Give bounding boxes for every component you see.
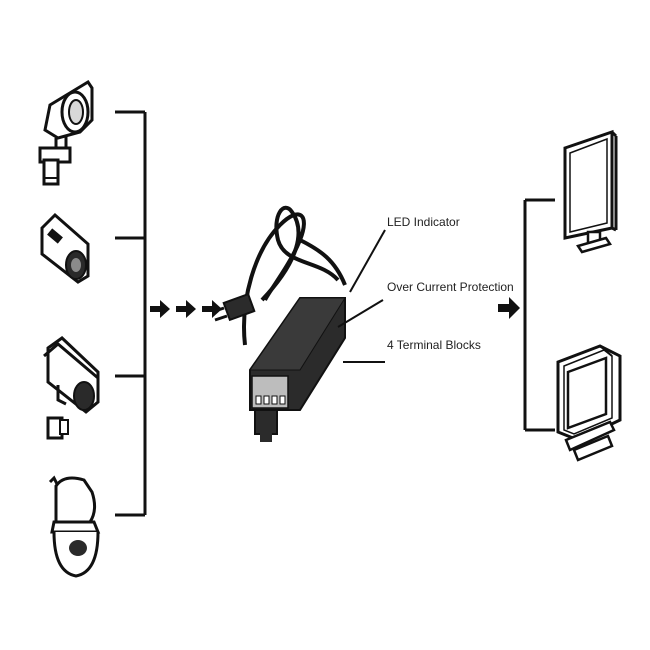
crt-monitor-icon	[556, 344, 622, 462]
camera-bracket	[115, 110, 147, 517]
dome-camera-icon	[48, 475, 101, 578]
led-indicator-label: LED Indicator	[387, 215, 460, 229]
terminal-panel	[251, 375, 289, 409]
arrow-right-icon	[150, 300, 170, 318]
callout-lines	[337, 229, 386, 363]
power-adapter-icon	[211, 205, 347, 442]
box-camera-icon	[40, 212, 90, 284]
arrow-right-icon	[176, 300, 196, 318]
housing-camera-icon	[43, 336, 100, 440]
lcd-monitor-icon	[563, 129, 618, 254]
arrow-right-icon	[498, 297, 520, 319]
over-current-protection-label: Over Current Protection	[387, 280, 514, 294]
plug-icon	[211, 292, 256, 322]
bullet-camera-icon	[38, 79, 94, 186]
monitor-bracket	[523, 198, 555, 432]
terminal-blocks-label: 4 Terminal Blocks	[387, 338, 481, 352]
